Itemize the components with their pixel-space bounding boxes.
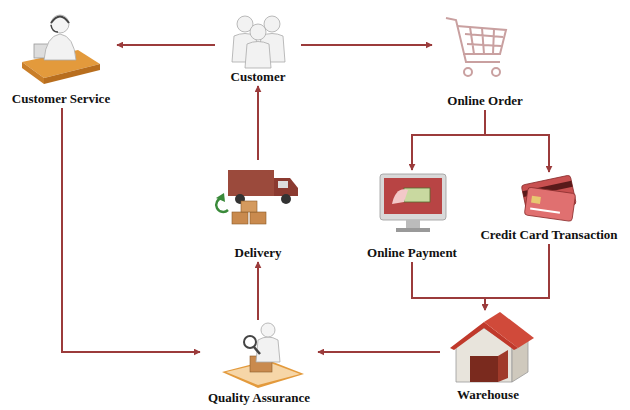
customer-service-icon — [22, 15, 100, 84]
flow-arrow — [257, 262, 259, 320]
warehouse-node: Warehouse — [440, 310, 536, 404]
flow-arrow — [257, 86, 259, 160]
flow-arrow — [412, 262, 485, 310]
node-label: Customer Service — [5, 91, 117, 106]
quality-assurance-node: Quality Assurance — [200, 320, 318, 407]
online-payment-node: Online Payment — [355, 170, 469, 262]
delivery-node: Delivery — [214, 160, 302, 262]
node-label: Customer — [215, 69, 301, 84]
truck-icon — [216, 170, 298, 224]
inspector-icon — [222, 323, 304, 388]
flow-arrow — [485, 110, 549, 172]
customer-service-node: Customer Service — [5, 8, 117, 108]
flow-arrow — [62, 108, 200, 352]
node-label: Credit Card Transaction — [474, 227, 624, 242]
node-label: Quality Assurance — [200, 390, 318, 405]
customer-icon — [232, 16, 285, 68]
node-label: Online Order — [432, 93, 538, 108]
flow-arrow — [485, 244, 549, 310]
node-label: Warehouse — [440, 387, 536, 402]
node-label: Online Payment — [355, 245, 469, 260]
flow-arrow — [318, 351, 440, 353]
customer-node: Customer — [215, 8, 301, 86]
node-label: Delivery — [214, 245, 302, 260]
flow-arrow — [301, 44, 432, 46]
flow-arrow — [412, 110, 485, 170]
online-order-node: Online Order — [432, 8, 538, 110]
monitor-icon — [380, 174, 446, 232]
flow-arrow — [117, 44, 215, 46]
credit-card-icon — [521, 175, 576, 222]
warehouse-icon — [450, 312, 534, 382]
credit-card-node: Credit Card Transaction — [474, 172, 624, 244]
cart-icon — [446, 18, 506, 76]
